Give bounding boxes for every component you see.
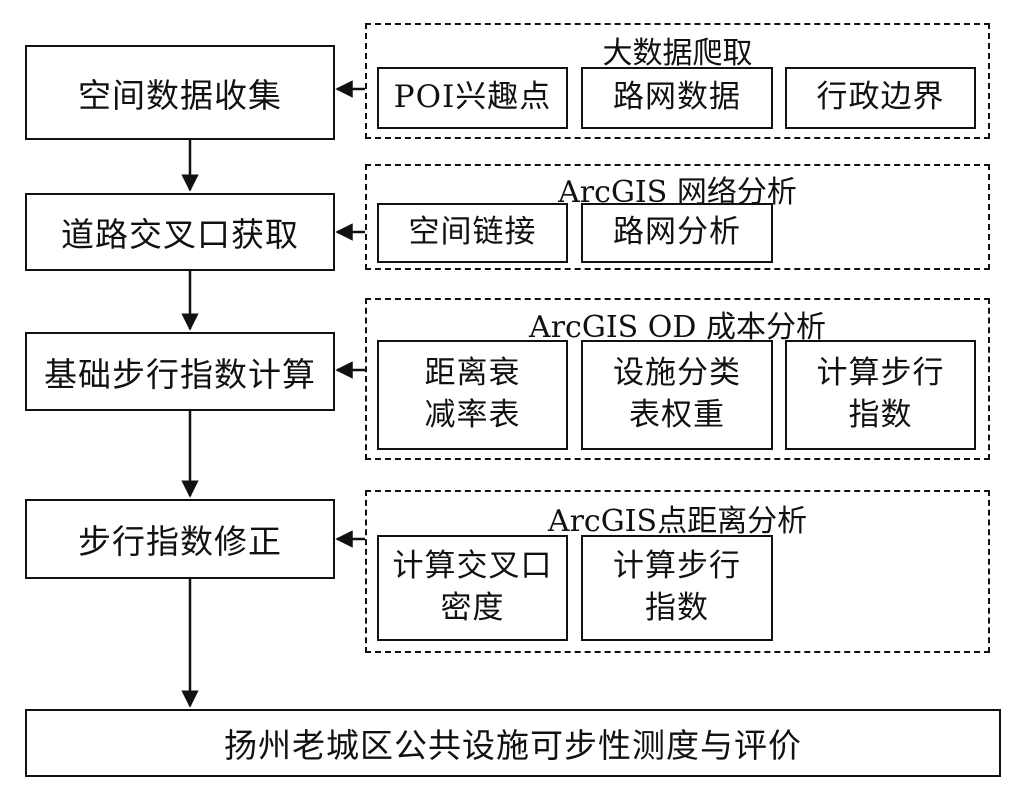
item-poi: POI兴趣点 xyxy=(377,67,568,129)
item-calc-walk-index: 计算步行 指数 xyxy=(785,340,976,450)
group-arcgis-network xyxy=(365,164,990,270)
final-result-box: 扬州老城区公共设施可步性测度与评价 xyxy=(25,709,1001,777)
group-big-data-crawl xyxy=(365,23,990,139)
step-box-data-collection: 空间数据收集 xyxy=(25,45,335,140)
group-arcgis-od-cost xyxy=(365,298,990,460)
item-distance-decay: 距离衰 减率表 xyxy=(377,340,568,450)
step-label: 空间数据收集 xyxy=(78,75,282,115)
group-title: ArcGIS点距离分析 xyxy=(547,504,808,539)
item-admin-boundary: 行政边界 xyxy=(785,67,976,129)
group-arcgis-point-distance xyxy=(365,490,990,653)
step-label: 基础步行指数计算 xyxy=(44,354,316,394)
step-label: 道路交叉口获取 xyxy=(61,215,299,254)
item-calc-walk-index-2: 计算步行 指数 xyxy=(581,535,773,641)
final-label: 扬州老城区公共设施可步性测度与评价 xyxy=(224,726,802,765)
step-box-base-walk-index: 基础步行指数计算 xyxy=(25,332,335,411)
item-spatial-join: 空间链接 xyxy=(377,203,568,263)
item-facility-weight: 设施分类 表权重 xyxy=(581,340,773,450)
step-box-intersection: 道路交叉口获取 xyxy=(25,193,335,271)
item-network-analysis: 路网分析 xyxy=(581,203,773,263)
item-intersection-density: 计算交叉口 密度 xyxy=(377,535,568,641)
group-title: 大数据爬取 xyxy=(602,36,753,71)
step-box-walk-index-correction: 步行指数修正 xyxy=(25,499,335,579)
step-label: 步行指数修正 xyxy=(78,522,282,561)
group-title: ArcGIS OD 成本分析 xyxy=(529,310,826,345)
item-road-network-data: 路网数据 xyxy=(581,67,773,129)
